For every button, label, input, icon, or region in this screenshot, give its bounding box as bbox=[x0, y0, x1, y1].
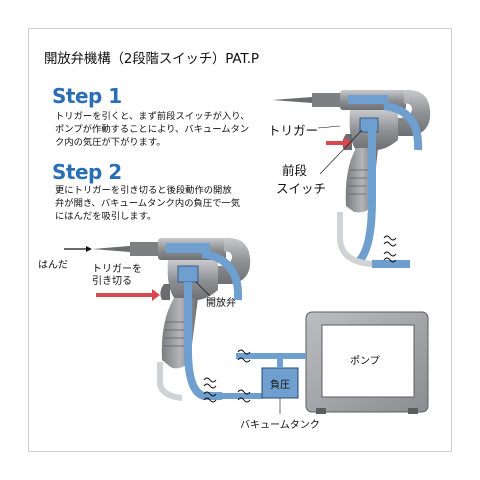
rear-curve-2 bbox=[218, 237, 251, 284]
step1-heading: Step 1 bbox=[52, 84, 122, 108]
pull-trigger-line-2: 引き切る bbox=[92, 276, 132, 287]
negative-pressure-label: 負圧 bbox=[270, 380, 290, 391]
gun-step1 bbox=[272, 89, 431, 268]
step2-line-3: にはんだを吸引します。 bbox=[55, 211, 157, 222]
valve-block-2 bbox=[177, 265, 199, 283]
gun-step2 bbox=[92, 237, 251, 403]
rear-curve-1 bbox=[398, 89, 431, 136]
step2-description: 更にトリガーを引き切ると後段動作の開放 弁が開き、バキュームタンク内の負圧で一気… bbox=[55, 184, 240, 223]
nozzle-tip-2 bbox=[92, 246, 130, 252]
release-valve-label: 開放弁 bbox=[206, 298, 236, 309]
pump-panel bbox=[321, 324, 415, 398]
step1-line-3: ク内の気圧が下がります。 bbox=[55, 137, 166, 148]
tube-top-1 bbox=[383, 102, 423, 151]
trigger-label: トリガー bbox=[268, 123, 319, 138]
nozzle-tip-1 bbox=[272, 97, 312, 103]
barrel-chamber-1 bbox=[348, 95, 388, 104]
nozzle-1 bbox=[312, 93, 342, 107]
red-arrow-icon bbox=[326, 137, 352, 149]
step2-heading: Step 2 bbox=[52, 160, 122, 184]
pump-unit bbox=[305, 311, 429, 414]
vacuum-tank bbox=[261, 367, 299, 399]
step1-line-2: ポンプが作動することにより、バキュームタン bbox=[55, 124, 250, 135]
page-title: 開放弁機構（2段階スイッチ）PAT.P bbox=[44, 51, 259, 67]
pull-trigger-line-1: トリガーを bbox=[92, 264, 142, 275]
trigger-leader-line bbox=[317, 125, 341, 129]
tube-down-1 bbox=[355, 130, 376, 266]
tube-top-2 bbox=[201, 250, 243, 301]
switch-block-1 bbox=[359, 117, 379, 133]
cable-1 bbox=[337, 212, 408, 267]
tube-down-2 bbox=[184, 282, 212, 400]
red-arrow-icon bbox=[96, 289, 160, 301]
valve-leader-line bbox=[195, 281, 211, 297]
barrel-chamber-2 bbox=[166, 243, 210, 253]
trigger-2 bbox=[160, 284, 170, 300]
vacuum-tank-label: バキュームタンク bbox=[240, 420, 320, 431]
step1-line-1: トリガーを引くと、まず前段スイッチが入り、 bbox=[55, 111, 250, 122]
front-switch-label-2: スイッチ bbox=[276, 181, 327, 196]
switch-leader-line bbox=[319, 129, 363, 175]
front-switch-label-1: 前段 bbox=[282, 163, 308, 178]
step1-description: トリガーを引くと、まず前段スイッチが入り、 ポンプが作動することにより、バキュー… bbox=[55, 110, 250, 149]
step2-line-2: 弁が開き、バキュームタンク内の負圧で一気 bbox=[55, 198, 241, 209]
break-mark-icon bbox=[237, 349, 251, 403]
break-mark-icon bbox=[383, 235, 397, 263]
cable-2 bbox=[157, 362, 183, 401]
solder-arrow-icon bbox=[64, 246, 92, 252]
pump-label: ポンプ bbox=[350, 356, 380, 367]
step2-line-1: 更にトリガーを引き切ると後段動作の開放 bbox=[55, 185, 232, 196]
grip-2 bbox=[161, 298, 198, 369]
pull-trigger-label: トリガーを 引き切る bbox=[92, 264, 142, 288]
nozzle-2 bbox=[130, 242, 160, 256]
solder-label: はんだ bbox=[38, 260, 68, 271]
vacuum-tank-assembly bbox=[222, 349, 306, 414]
